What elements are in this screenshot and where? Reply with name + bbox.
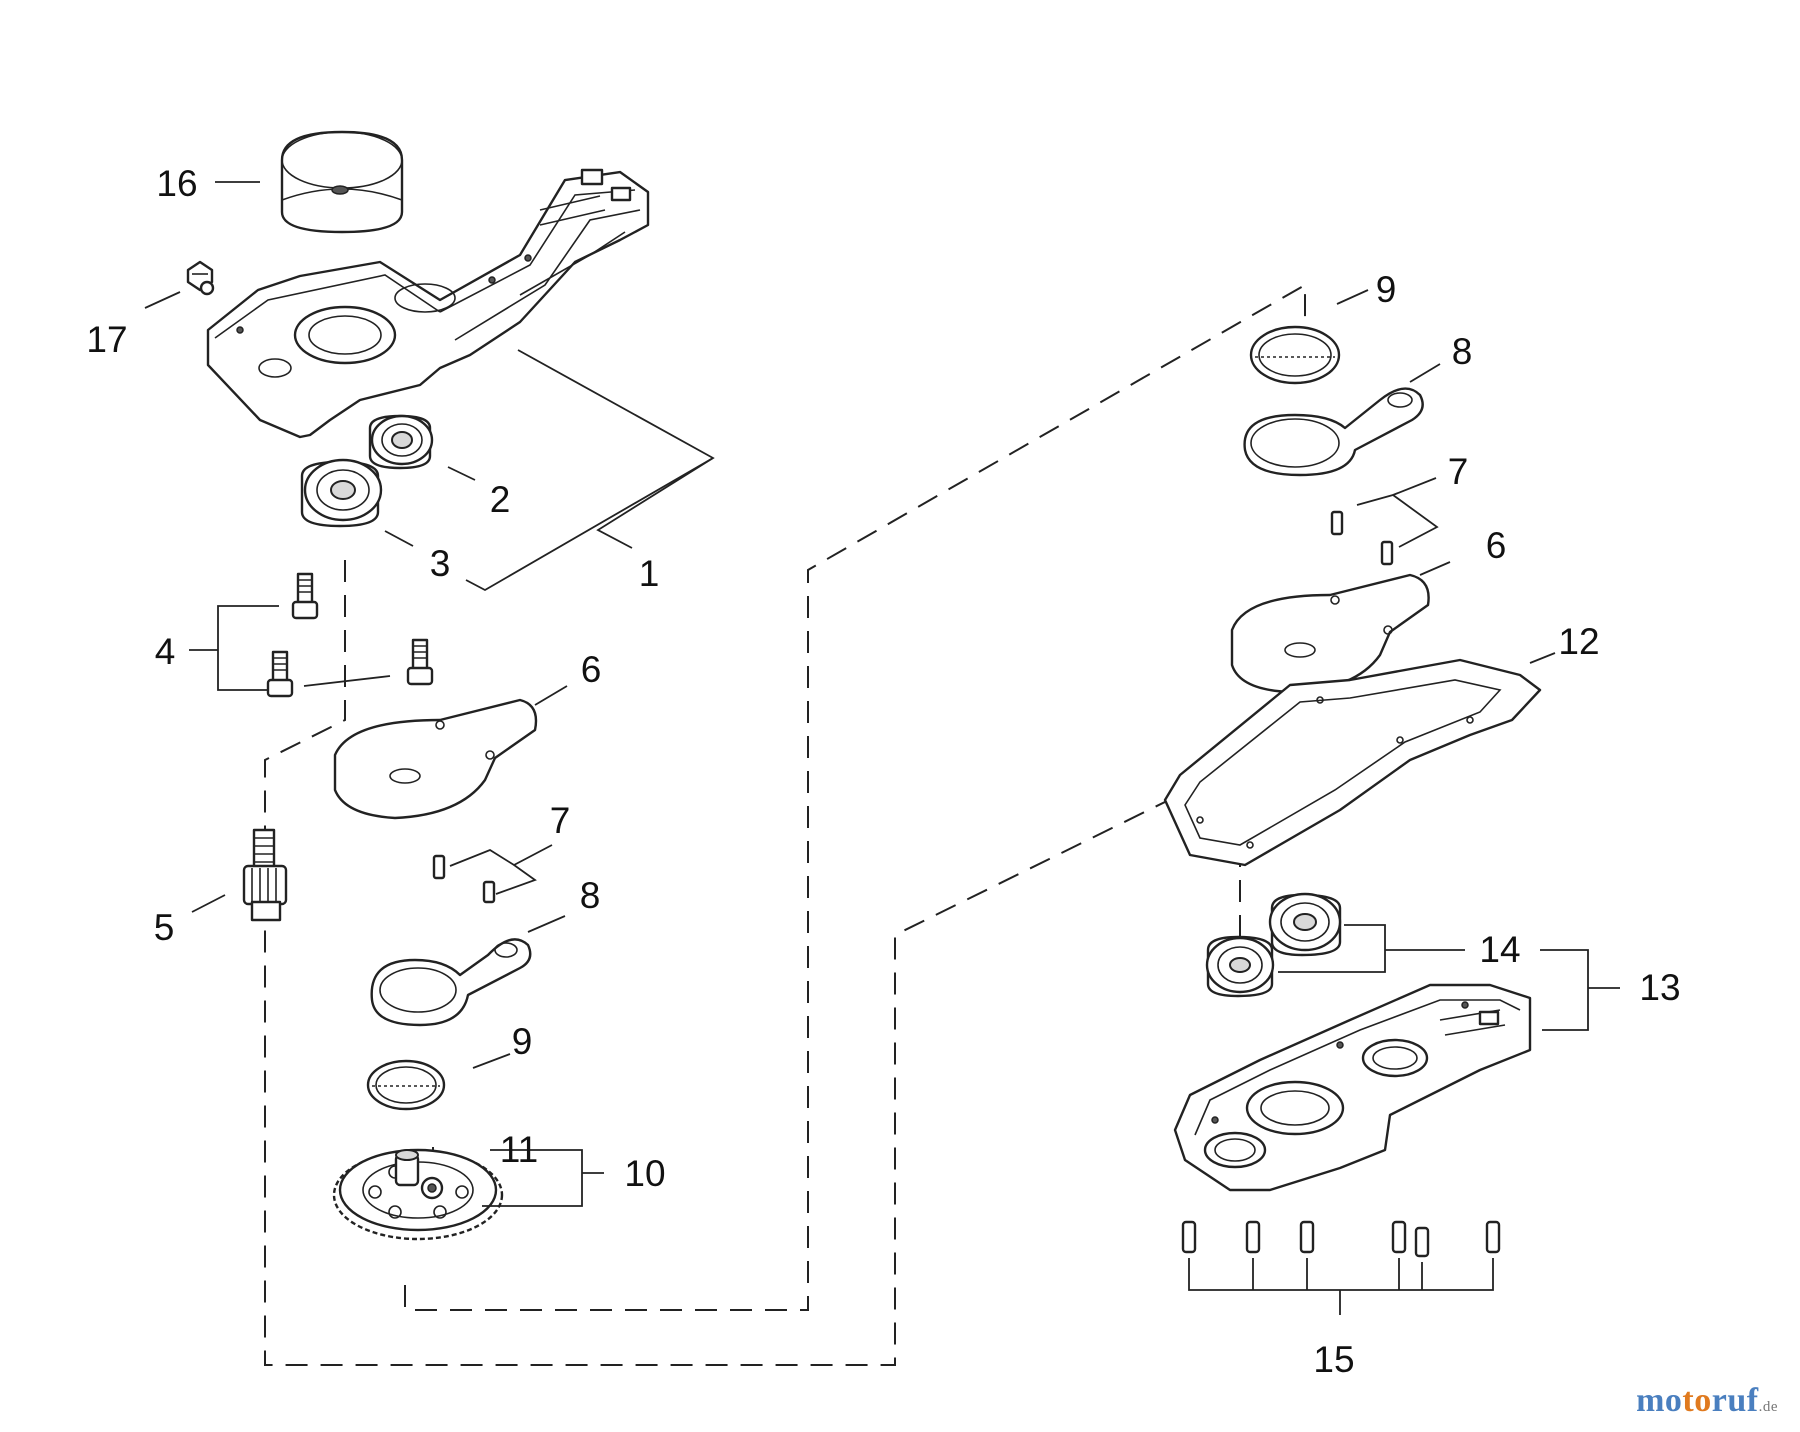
part-15-screws: [1181, 1220, 1501, 1258]
callout-15: 15: [1313, 1339, 1354, 1380]
callout-6-right: 6: [1486, 525, 1507, 566]
leader-lines: [144, 181, 1620, 1315]
callout-17: 17: [86, 319, 127, 360]
assembly-dashed-lines: [264, 283, 1306, 1366]
part-2-bearing: [368, 414, 434, 470]
part-3-bearing: [300, 458, 383, 528]
callout-3: 3: [430, 543, 451, 584]
callout-1: 1: [639, 553, 660, 594]
callout-11: 11: [500, 1129, 538, 1170]
callout-labels: 1 2 3 4 5 6 7 8 9 10 11 16 17 9 8 7 6 12…: [86, 163, 1680, 1380]
part-9-needle-bearing-left: [366, 1059, 446, 1111]
part-6-plate-left: [333, 698, 538, 820]
part-1-upper-housing: [206, 168, 650, 439]
callout-8-right: 8: [1452, 331, 1473, 372]
callout-5: 5: [154, 907, 175, 948]
part-9-needle-bearing-right: [1249, 325, 1341, 385]
callout-6-left: 6: [581, 649, 602, 690]
watermark-part-1: mo: [1636, 1382, 1683, 1419]
callout-16: 16: [156, 163, 197, 204]
callout-13: 13: [1639, 967, 1680, 1008]
part-10-gear: [332, 1148, 504, 1241]
callout-2: 2: [490, 479, 511, 520]
watermark-logo: motoruf.de: [1636, 1382, 1778, 1420]
callout-8-left: 8: [580, 875, 601, 916]
watermark-part-2: to: [1682, 1382, 1712, 1419]
callout-12: 12: [1558, 621, 1599, 662]
part-17-grease-nipple: [186, 260, 215, 296]
callout-10: 10: [624, 1153, 665, 1194]
watermark-tld: .de: [1758, 1399, 1778, 1415]
part-12-gasket: [1163, 658, 1542, 867]
callout-4: 4: [155, 631, 176, 672]
part-7-screws-right: [1330, 510, 1394, 566]
watermark-part-3: ruf: [1711, 1382, 1759, 1419]
callout-7-left: 7: [550, 800, 571, 841]
part-8-rod-left: [370, 938, 532, 1027]
callout-9-right: 9: [1376, 269, 1397, 310]
part-16-cup: [280, 130, 404, 234]
part-13-lower-housing: [1173, 983, 1532, 1192]
part-14-bearings: [1205, 892, 1342, 998]
callout-7-right: 7: [1448, 451, 1469, 492]
callout-9-left: 9: [512, 1021, 533, 1062]
part-4-screws: [266, 572, 434, 698]
part-6-plate-right: [1230, 573, 1430, 694]
part-7-screws-left: [432, 854, 496, 904]
part-8-rod-right: [1243, 387, 1424, 477]
part-5-pinion: [242, 828, 288, 922]
callout-14: 14: [1479, 929, 1520, 970]
